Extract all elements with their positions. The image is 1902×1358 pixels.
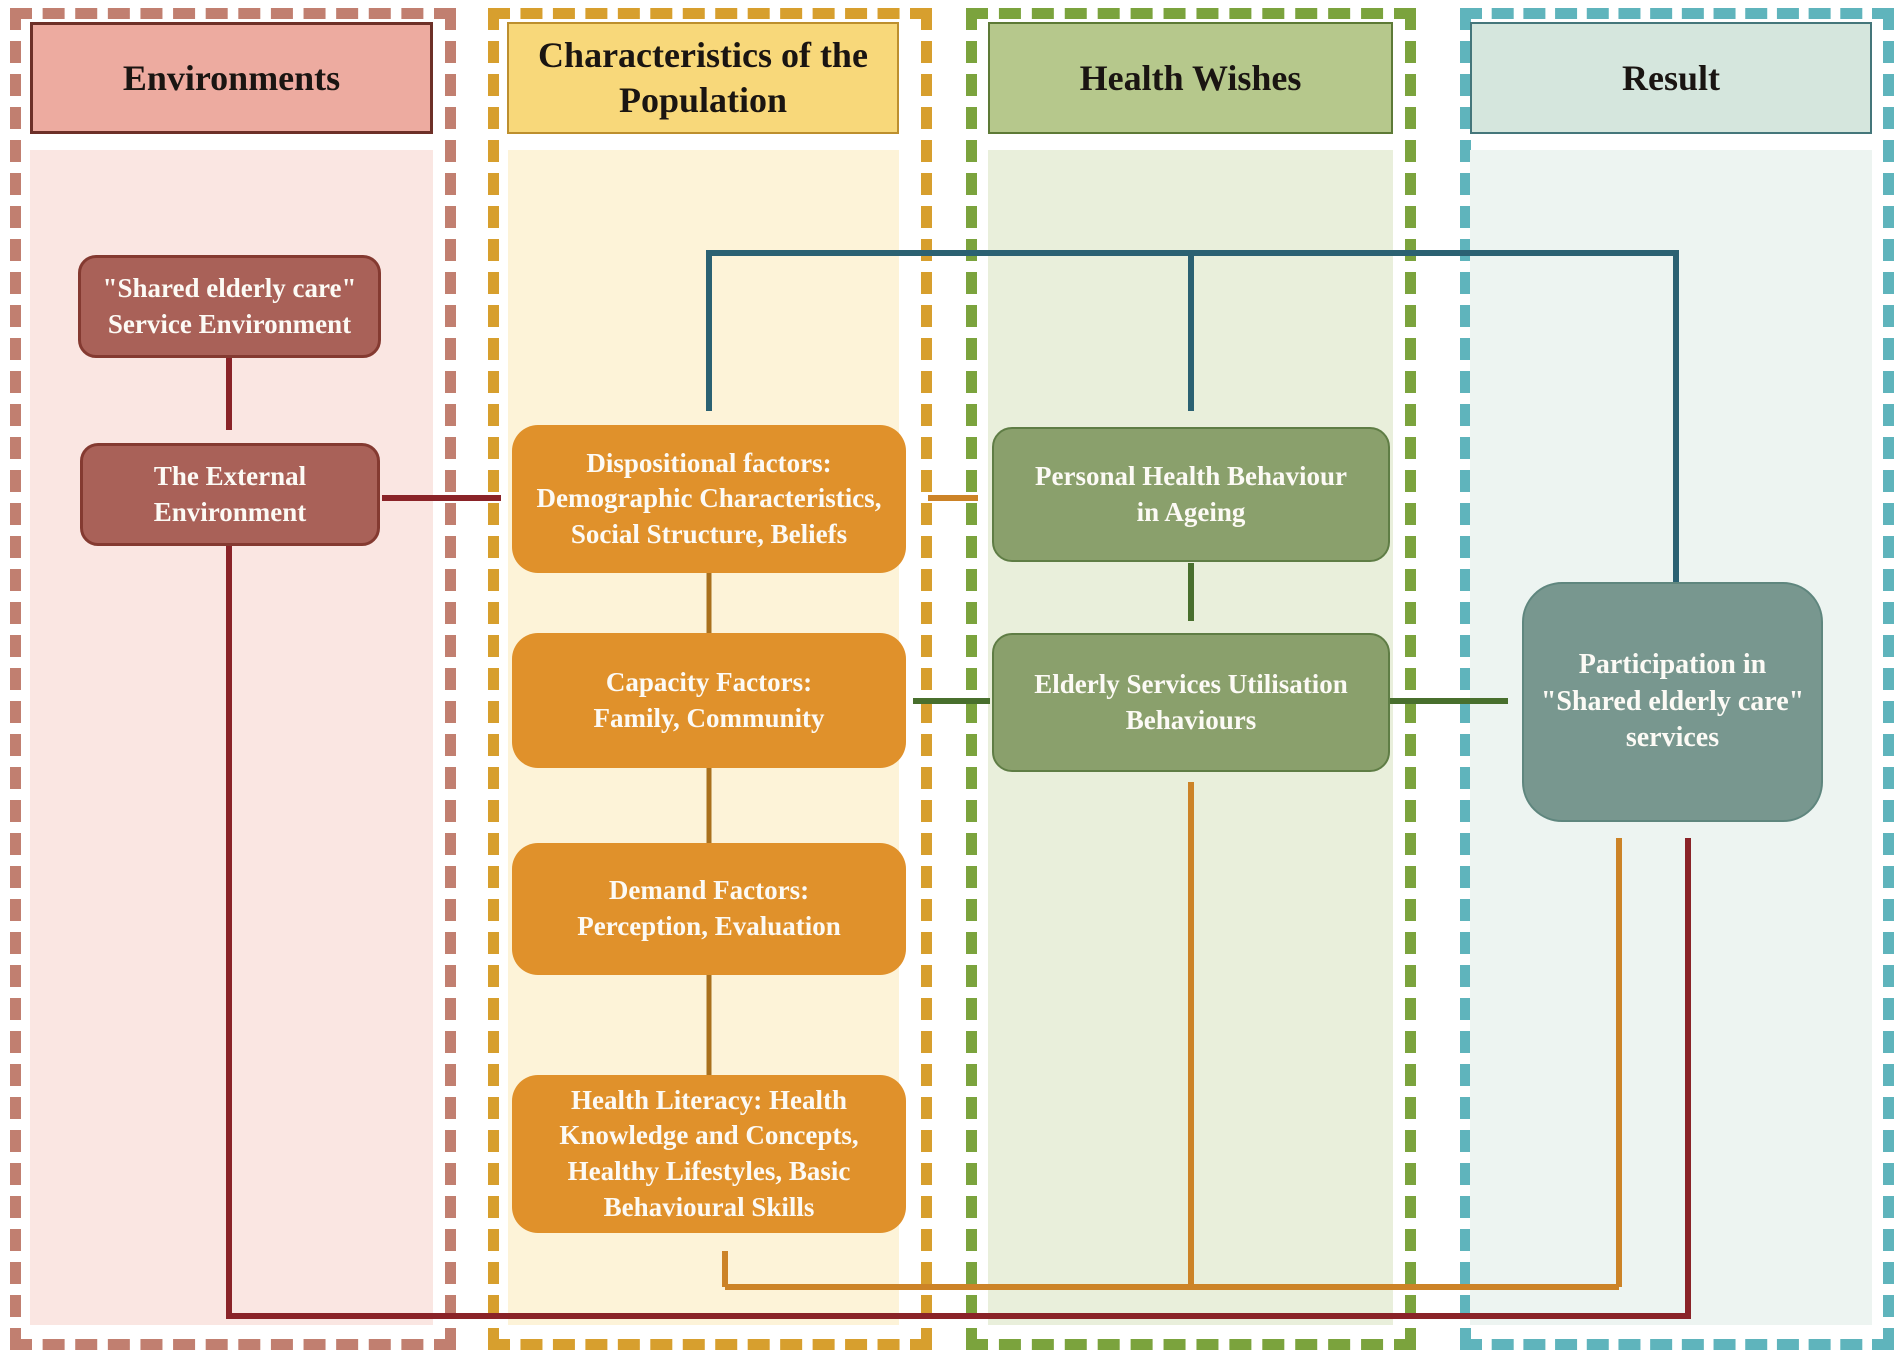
node-elderly-services-utilisation: Elderly Services Utilisation Behaviours xyxy=(992,633,1390,772)
node-personal-health-behaviour: Personal Health Behaviour in Ageing xyxy=(992,427,1390,562)
header-health-wishes: Health Wishes xyxy=(988,22,1393,134)
node-service-environment: "Shared elderly care" Service Environmen… xyxy=(78,255,381,358)
header-result: Result xyxy=(1470,22,1872,134)
node-capacity-factors: Capacity Factors: Family, Community xyxy=(512,633,906,768)
node-dispositional-factors: Dispositional factors: Demographic Chara… xyxy=(512,425,906,573)
node-participation: Participation in "Shared elderly care" s… xyxy=(1522,582,1823,822)
header-environments: Environments xyxy=(30,22,433,134)
node-external-environment: The External Environment xyxy=(80,443,380,546)
node-health-literacy: Health Literacy: Health Knowledge and Co… xyxy=(512,1075,906,1233)
node-demand-factors: Demand Factors: Perception, Evaluation xyxy=(512,843,906,975)
header-population: Characteristics of the Population xyxy=(507,22,899,134)
